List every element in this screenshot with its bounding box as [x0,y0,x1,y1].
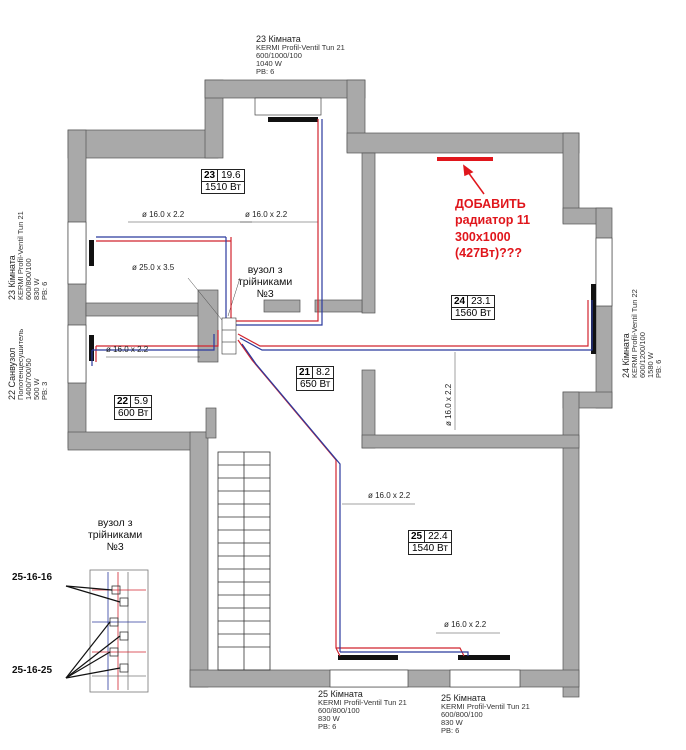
radiator-title: 25 Кімната [318,689,363,699]
note-line4: (427Вт)??? [455,245,523,260]
room-number: 22 [115,396,132,407]
room-number: 21 [297,367,314,378]
radiator-pv: PB: 3 [40,381,50,400]
radiator-title: 25 Кімната [441,693,486,703]
room-power: 1540 Вт [412,543,448,554]
radiator-model: KERMI Profil-Ventil Tun 21 [256,43,345,53]
pipe-label: ø 16.0 x 2.2 [444,620,487,629]
pipe-label: ø 16.0 x 2.2 [368,491,411,500]
pipe-label: ø 16.0 x 2.2 [142,210,185,219]
room-area: 5.9 [134,396,149,407]
room-area: 23.1 [471,296,491,307]
room-area: 22.4 [428,531,448,542]
room-number: 23 [202,170,219,181]
radiator-pv: PB: 6 [318,722,337,732]
radiator-size: 600/800/100 [441,710,483,720]
radiator-label-22-left: 22 Санвузол Полотенцесушитель 1400/700/5… [7,329,50,400]
radiator-pv: PB: 6 [654,359,664,378]
radiator-label-24-right: 24 Кімната KERMI Profil-Ventil Tun 22 60… [621,289,664,378]
pipe-label: ø 16.0 x 2.2 [245,210,288,219]
note-line2: радиатор 11 [455,213,531,228]
note-arrow [463,164,485,195]
pipes-supply [95,119,589,657]
radiator-label-25-b: 25 Кімната KERMI Profil-Ventil Tun 21 60… [441,693,530,736]
room-number: 25 [409,531,426,542]
node-label-line2: трійниками [238,276,293,289]
room-power: 1560 Вт [455,308,491,319]
note-line1: ДОБАВИТЬ [455,197,526,211]
node-junction [221,317,237,355]
pipes-return [91,119,593,656]
radiator-model: KERMI Profil-Ventil Tun 21 [318,698,407,708]
room-area: 8.2 [316,367,331,378]
legend-line3: №3 [106,541,124,554]
add-radiator-note: ДОБАВИТЬ радиатор 11 300х1000 (427Вт)??? [455,196,530,261]
windows [67,97,613,688]
radiator-size: 600/800/100 [318,706,360,716]
radiator-title: 23 Кімната [256,34,301,44]
radiators [89,117,596,660]
pipe-label: ø 16.0 x 2.2 [106,345,149,354]
radiator-label-25-a: 25 Кімната KERMI Profil-Ventil Tun 21 60… [318,689,407,732]
legend-line1: вузол з [97,517,133,529]
legend-line2: трійниками [88,529,143,542]
legend-title: вузол з трійниками №3 [88,517,142,553]
room-number: 24 [452,296,469,307]
radiator-pv: PB: 6 [441,726,460,736]
legend-code-1: 25-16-16 [12,572,53,583]
room-power: 1510 Вт [205,182,241,193]
note-line3: 300х1000 [455,229,511,244]
pipe-label: ø 25.0 x 3.5 [132,263,175,272]
room-power: 600 Вт [118,408,149,419]
legend-code-2: 25-16-25 [12,665,53,676]
radiator-label-23-left: 23 Кімната KERMI Profil-Ventil Tun 21 60… [7,211,50,300]
radiator-label-23-top: 23 Кімната KERMI Profil-Ventil Tun 21 60… [256,34,345,77]
proposed-radiator [437,157,493,161]
node-label-line3: №3 [256,288,274,301]
room-power: 650 Вт [300,379,331,390]
legend-leaders [65,585,121,679]
radiator-size: 600/1000/100 [256,51,302,61]
room-area: 19.6 [221,170,241,181]
radiator-pv: PB: 6 [40,281,50,300]
radiator-power: 830 W [318,714,340,724]
staircase [217,451,271,671]
radiator-power: 830 W [441,718,463,728]
radiator-power: 1040 W [256,59,282,69]
node-label-line1: вузол з [247,264,283,276]
pipe-label-vertical: ø 16.0 x 2.2 [444,383,453,426]
radiator-pv: PB: 6 [256,67,275,77]
node-label: вузол з трійниками №3 [238,264,292,300]
radiator-model: KERMI Profil-Ventil Tun 21 [441,702,530,712]
dimension-lines [106,221,500,634]
